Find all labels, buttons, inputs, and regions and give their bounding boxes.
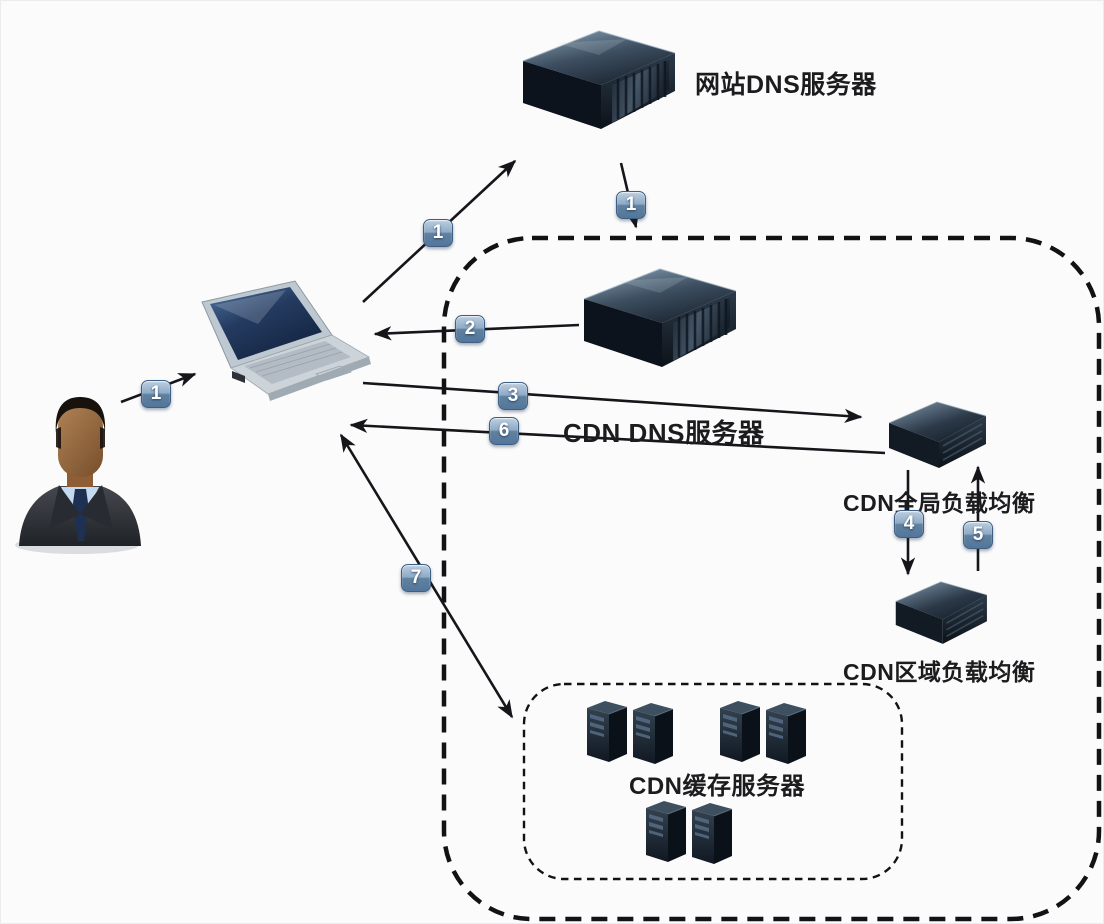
cache-cluster-dashed-boundary [522,682,904,881]
cdn-dns-label: CDN DNS服务器 [563,418,765,448]
cdn-global-lb-label: CDN全局负载均衡 [843,490,1036,516]
step-badge-5: 5 [963,521,993,549]
cdn-regional-lb-label: CDN区域负载均衡 [843,659,1036,685]
cache-server-tower-icon [765,702,807,765]
cache-server-tower-icon [691,802,733,865]
cache-server-tower-icon [632,702,674,765]
step-badge-6: 6 [489,417,519,445]
step-badge-7: 7 [401,564,431,592]
cache-server-tower-icon [719,700,761,763]
cache-server-tower-icon [645,800,687,863]
step-badge-1-laptop: 1 [423,219,453,247]
step-badge-3: 3 [498,382,528,410]
step-badge-1-dns: 1 [616,191,646,219]
laptop-icon [201,280,371,401]
cdn-cache-label: CDN缓存服务器 [629,773,805,800]
step-badge-1-user: 1 [141,380,171,408]
cdn-global-lb-server-icon [888,401,987,469]
cdn-dns-server-icon [582,267,738,369]
user-icon [15,397,141,554]
flow-arrow-step3-laptop-global-lb [362,381,863,424]
step-badge-2: 2 [455,315,485,343]
cdn-regional-lb-server-icon [895,581,988,645]
cache-server-tower-icon [586,700,628,763]
flow-arrow-step6-global-lb-laptop [349,418,886,455]
website-dns-server-icon [521,29,677,131]
step-badge-4: 4 [894,510,924,538]
website-dns-label: 网站DNS服务器 [695,71,877,99]
cdn-network-dashed-boundary [441,235,1102,922]
